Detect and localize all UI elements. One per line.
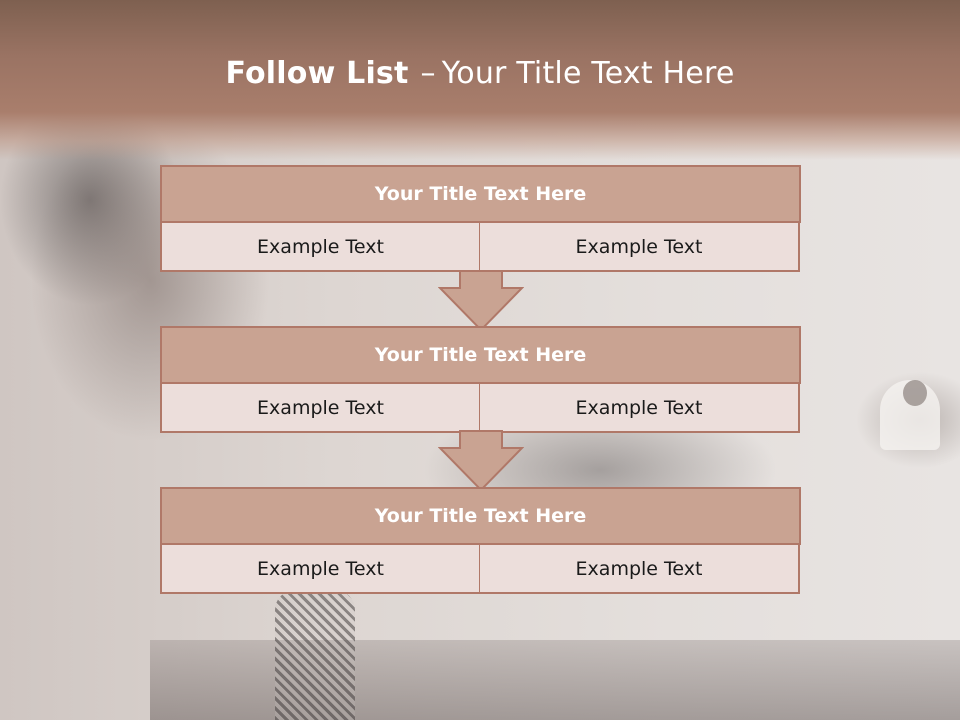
block-cell-left[interactable]: Example Text bbox=[160, 221, 480, 272]
block-cell-right[interactable]: Example Text bbox=[479, 543, 800, 594]
block-title[interactable]: Your Title Text Here bbox=[160, 165, 801, 223]
block-cell-left[interactable]: Example Text bbox=[160, 382, 480, 433]
background-car-dashboard bbox=[150, 640, 960, 720]
title-rest-part: Your Title Text Here bbox=[441, 56, 735, 91]
down-arrow-icon bbox=[438, 270, 524, 332]
block-cell-right[interactable]: Example Text bbox=[479, 221, 800, 272]
list-block-3: Your Title Text Here Example Text Exampl… bbox=[160, 487, 801, 594]
title-bold-part: Follow List bbox=[225, 56, 409, 91]
list-block-1: Your Title Text Here Example Text Exampl… bbox=[160, 165, 801, 272]
block-cell-left[interactable]: Example Text bbox=[160, 543, 480, 594]
background-glove bbox=[275, 590, 355, 720]
list-block-2: Your Title Text Here Example Text Exampl… bbox=[160, 326, 801, 433]
title-separator: – bbox=[420, 56, 436, 91]
block-cell-right[interactable]: Example Text bbox=[479, 382, 800, 433]
block-title[interactable]: Your Title Text Here bbox=[160, 326, 801, 384]
header-band bbox=[0, 0, 960, 160]
down-arrow-icon bbox=[438, 430, 524, 492]
block-title[interactable]: Your Title Text Here bbox=[160, 487, 801, 545]
slide-title[interactable]: Follow List–Your Title Text Here bbox=[0, 56, 960, 91]
background-person-head bbox=[903, 380, 927, 406]
